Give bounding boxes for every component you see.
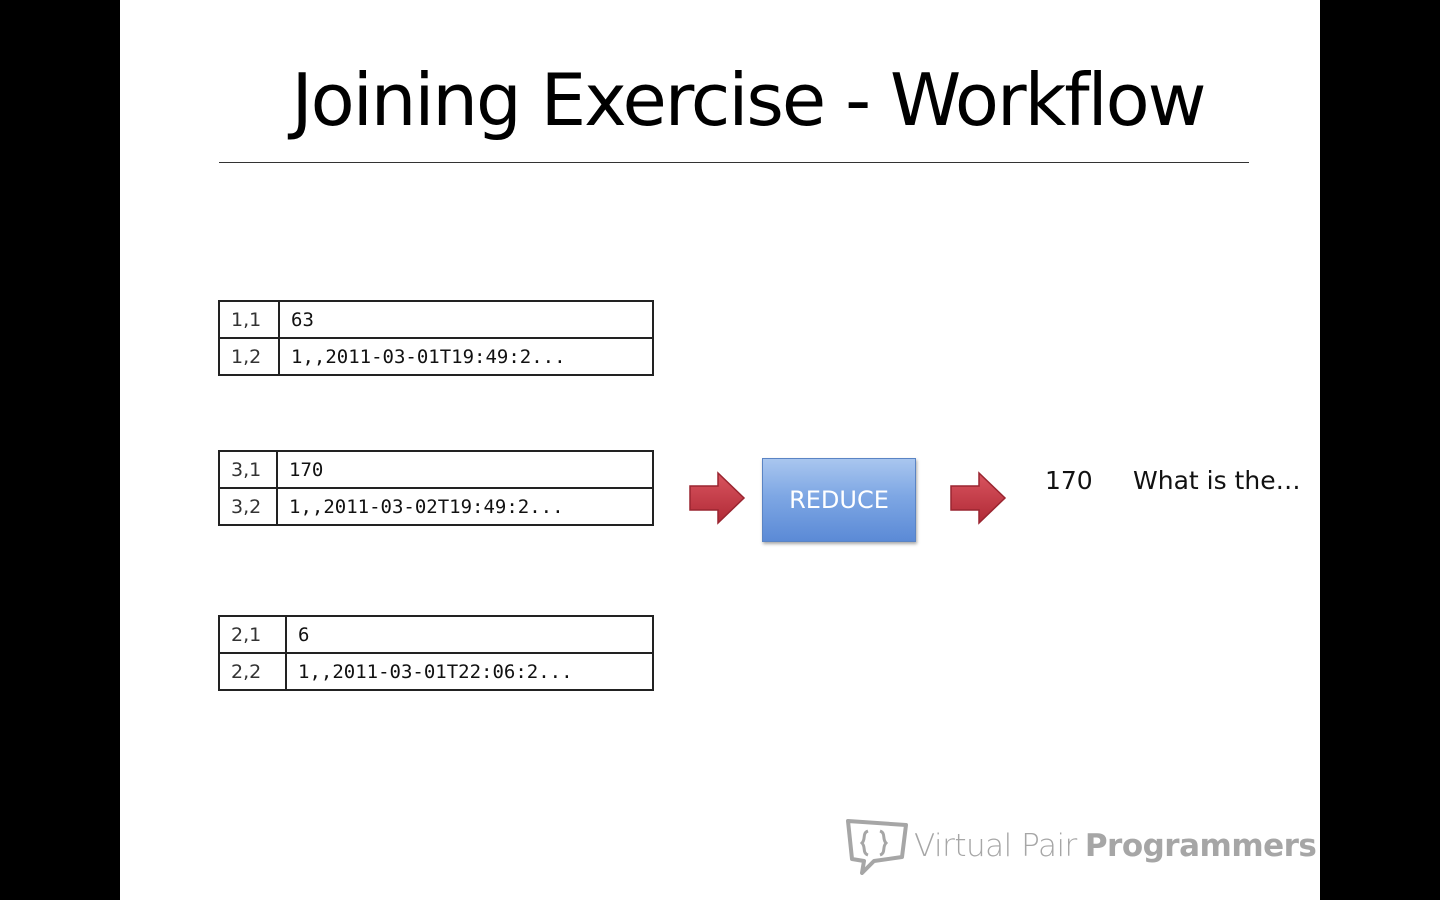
record-value: 170 bbox=[276, 450, 654, 489]
record-value: 6 bbox=[285, 615, 654, 654]
output-text: What is the… bbox=[1133, 466, 1301, 495]
speech-bubbles-logo-icon bbox=[846, 819, 908, 875]
slide-title: Joining Exercise - Workflow bbox=[291, 58, 1206, 142]
table-row: 1,1 63 bbox=[218, 300, 654, 339]
arrow-right-icon bbox=[689, 471, 746, 525]
record-key: 3,2 bbox=[218, 487, 278, 526]
watermark-name-bold: Programmers bbox=[1084, 828, 1317, 864]
record-key: 2,1 bbox=[218, 615, 287, 654]
record-table-3: 2,1 6 2,2 1,,2011-03-01T22:06:2... bbox=[218, 615, 654, 691]
watermark: Virtual Pair Programmers bbox=[844, 816, 1317, 876]
record-value: 1,,2011-03-01T19:49:2... bbox=[278, 337, 654, 376]
record-value: 1,,2011-03-01T22:06:2... bbox=[285, 652, 654, 691]
record-table-1: 1,1 63 1,2 1,,2011-03-01T19:49:2... bbox=[218, 300, 654, 376]
output-value: 170 bbox=[1045, 466, 1093, 495]
reduce-step-box: REDUCE bbox=[762, 458, 916, 542]
table-row: 2,2 1,,2011-03-01T22:06:2... bbox=[218, 652, 654, 691]
record-key: 2,2 bbox=[218, 652, 287, 691]
title-divider bbox=[219, 162, 1249, 163]
arrow-right-icon bbox=[950, 471, 1007, 525]
record-key: 1,1 bbox=[218, 300, 280, 339]
record-value: 63 bbox=[278, 300, 654, 339]
record-table-2: 3,1 170 3,2 1,,2011-03-02T19:49:2... bbox=[218, 450, 654, 526]
slide: Joining Exercise - Workflow 1,1 63 1,2 1… bbox=[120, 0, 1320, 900]
table-row: 2,1 6 bbox=[218, 615, 654, 654]
record-key: 3,1 bbox=[218, 450, 278, 489]
record-key: 1,2 bbox=[218, 337, 280, 376]
table-row: 3,2 1,,2011-03-02T19:49:2... bbox=[218, 487, 654, 526]
record-value: 1,,2011-03-02T19:49:2... bbox=[276, 487, 654, 526]
watermark-name-light: Virtual Pair bbox=[914, 828, 1077, 864]
table-row: 1,2 1,,2011-03-01T19:49:2... bbox=[218, 337, 654, 376]
table-row: 3,1 170 bbox=[218, 450, 654, 489]
